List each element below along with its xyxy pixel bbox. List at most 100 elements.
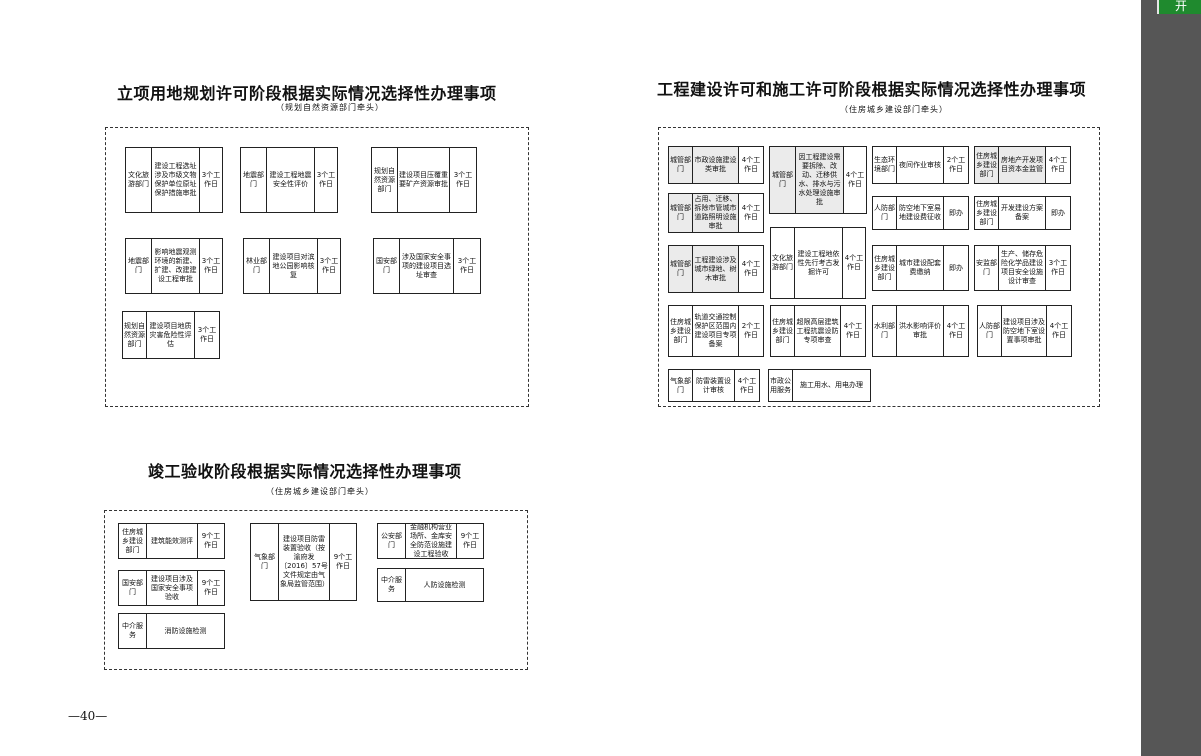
item-task: 防空地下室易地建设费征收 [897, 197, 944, 229]
item-time: 4个工作日 [844, 254, 864, 271]
item-dept: 人防部门 [978, 306, 1002, 356]
completion-section-frame [104, 510, 528, 670]
corner-tab[interactable]: 开 [1157, 0, 1201, 14]
construction-section-subtitle: （住房城乡建设部门牵头） [840, 105, 948, 114]
item-dept: 生态环境部门 [873, 147, 897, 183]
item-task: 建设项目压覆重要矿产资源审批 [398, 148, 450, 212]
item-time: 4个工作日 [946, 322, 966, 339]
item-task: 影响地震观测环境的新建、扩建、改建建设工程审批 [152, 239, 200, 293]
land-section-title: 立项用地规划许可阶段根据实际情况选择性办理事项 [117, 84, 497, 103]
item-dept: 文化旅游部门 [126, 148, 152, 212]
item-time: 4个工作日 [845, 171, 865, 188]
item-task: 建设工程地震安全性评价 [267, 148, 315, 212]
item-dept: 气象部门 [251, 524, 279, 600]
construction-item-6: 人防部门防空地下室易地建设费征收即办 [872, 196, 969, 230]
item-dept: 地震部门 [126, 239, 152, 293]
item-task: 城市建设配套费缴纳 [897, 246, 944, 290]
completion-item-2: 气象部门建设项目防雷装置验收（按渝府发〔2016〕57号文件规定由气象局监管范围… [250, 523, 357, 601]
item-dept: 气象部门 [669, 370, 693, 401]
item-task: 轨道交通控制保护区范围内建设项目专项备案 [693, 306, 739, 356]
item-task: 建设工程选址涉及市级文物保护单位原址保护措施审批 [152, 148, 200, 212]
land-section-frame [105, 127, 529, 407]
item-dept: 中介服务 [119, 614, 147, 648]
completion-section-subtitle: （住房城乡建设部门牵头） [266, 487, 374, 496]
item-task: 建筑能效测评 [147, 524, 198, 558]
item-dept: 城管部门 [770, 147, 796, 213]
item-dept: 国安部门 [374, 239, 400, 293]
item-dept: 城管部门 [669, 246, 693, 292]
item-time: 3个工作日 [1048, 259, 1068, 276]
item-dept: 地震部门 [241, 148, 267, 212]
completion-item-5: 中介服务人防设施检测 [377, 568, 484, 602]
item-time: 即办 [1051, 208, 1065, 217]
item-dept: 国安部门 [119, 571, 147, 605]
item-task: 超限高层建筑工程抗震设防专项审查 [795, 306, 841, 356]
item-time: 3个工作日 [201, 257, 221, 274]
item-task: 建设项目涉及防空地下室设置事项审批 [1002, 306, 1047, 356]
item-task: 建设项目对滨地公园影响核复 [270, 239, 318, 293]
item-task: 建设项目涉及国家安全事项验收 [147, 571, 198, 605]
item-dept: 住房城乡建设部门 [873, 246, 897, 290]
item-dept: 规划自然资源部门 [372, 148, 398, 212]
item-time: 4个工作日 [1049, 322, 1069, 339]
item-time: 2个工作日 [741, 322, 761, 339]
item-time: 4个工作日 [843, 322, 863, 339]
item-time: 4个工作日 [741, 156, 761, 173]
item-task: 生产、储存危险化学品建设项目安全设施设计审查 [999, 246, 1046, 290]
item-dept: 文化旅游部门 [771, 228, 795, 298]
item-dept: 林业部门 [244, 239, 270, 293]
item-dept: 公安部门 [378, 524, 406, 558]
item-dept: 安监部门 [975, 246, 999, 290]
item-time: 即办 [949, 263, 963, 272]
item-time: 3个工作日 [197, 326, 217, 343]
item-task: 金融机构营业场所、金库安全防范设施建设工程验收 [406, 524, 457, 558]
item-task: 夜间作业审核 [897, 147, 944, 183]
item-time: 4个工作日 [737, 376, 757, 394]
item-time: 3个工作日 [457, 257, 477, 274]
item-time: 9个工作日 [460, 532, 480, 549]
item-task: 市政设施建设类审批 [693, 147, 739, 183]
construction-item-10: 住房城乡建设部门城市建设配套费缴纳即办 [872, 245, 969, 291]
completion-section-title: 竣工验收阶段根据实际情况选择性办理事项 [148, 462, 462, 481]
item-time: 4个工作日 [741, 260, 761, 277]
item-time: 即办 [949, 208, 963, 217]
item-dept: 城管部门 [669, 194, 693, 232]
page-number: —40— [68, 709, 108, 723]
item-dept: 住房城乡建设部门 [119, 524, 147, 558]
item-task: 涉及国家安全事项的建设项目选址审查 [400, 239, 454, 293]
item-task: 因工程建设需要拆除、改动、迁移供水、排水与污水处理设施审批 [796, 147, 844, 213]
item-time: 3个工作日 [453, 171, 473, 188]
item-task: 人防设施检测 [423, 580, 466, 589]
item-time: 3个工作日 [319, 257, 339, 274]
item-task: 建设项目地质灾害危险性评估 [147, 312, 195, 358]
item-task: 建设工程地依性先行考古发掘许可 [795, 228, 843, 298]
item-task: 防雷装置设计审核 [693, 370, 735, 401]
completion-item-6: 中介服务消防设施检测 [118, 613, 225, 649]
item-dept: 市政公用服务 [769, 370, 793, 401]
item-dept: 规划自然资源部门 [123, 312, 147, 358]
item-time: 9个工作日 [333, 553, 353, 570]
item-dept: 人防部门 [873, 197, 897, 229]
item-time: 9个工作日 [201, 579, 221, 596]
item-dept: 住房城乡建设部门 [975, 147, 999, 183]
